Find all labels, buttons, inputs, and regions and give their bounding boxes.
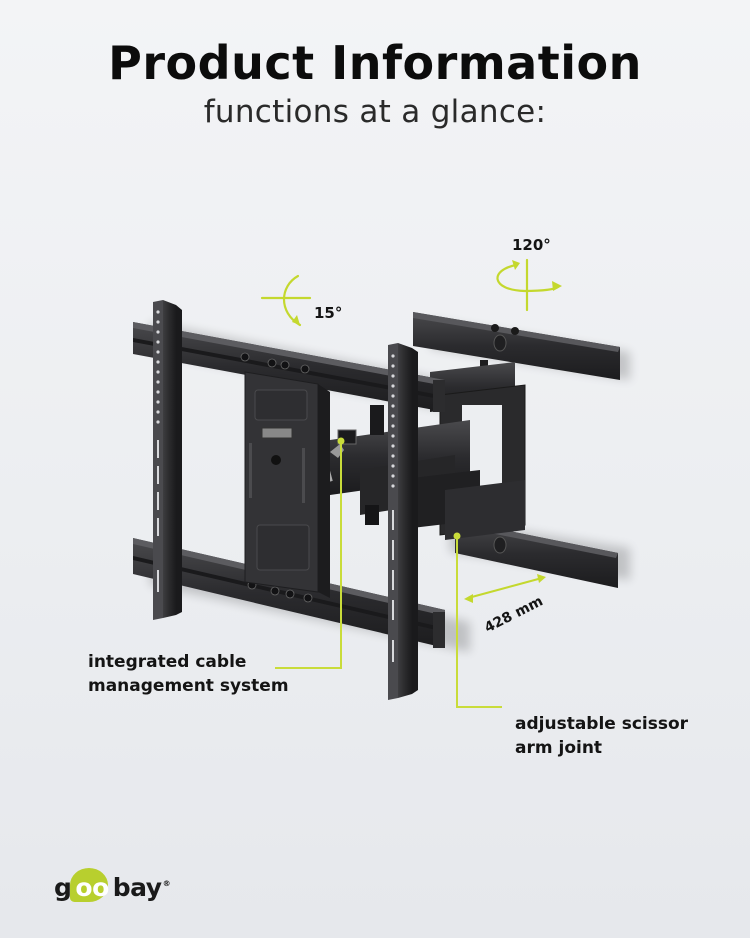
swivel-icon xyxy=(496,258,560,312)
wall-plate-top-bar xyxy=(413,312,620,380)
registered-mark: ® xyxy=(162,878,171,888)
dimension-arrowhead-right xyxy=(537,574,546,583)
bottom-rail-endcap xyxy=(433,612,445,648)
logo-oo: oo xyxy=(75,872,109,902)
scissor-arm-line-1: adjustable scissor xyxy=(515,714,689,734)
page-subtitle: functions at a glance: xyxy=(203,94,547,130)
cable-management-callout-line xyxy=(275,441,342,669)
scissor-arm-callout-dot xyxy=(453,532,461,540)
swivel-arrowhead-top-icon xyxy=(512,260,520,270)
right-vesa-arm xyxy=(388,343,418,700)
cable-management-callout-dot xyxy=(337,437,345,445)
cable-management-line-1: integrated cable xyxy=(88,652,247,672)
logo-speech-bubble-icon: oo xyxy=(70,867,111,902)
swivel-angle-label: 120° xyxy=(512,236,551,254)
swivel-arrowhead-right-icon xyxy=(552,281,562,291)
logo-suffix: bay xyxy=(112,872,162,902)
left-vesa-arm xyxy=(153,300,182,620)
tilt-angle-label: 15° xyxy=(314,304,343,322)
tilt-icon xyxy=(260,274,312,327)
top-rail-endcap xyxy=(433,380,445,412)
page-title: Product Information xyxy=(108,36,642,90)
dimension-arrowhead-left xyxy=(464,594,473,603)
goobay-logo: g oo bay ® xyxy=(54,867,171,902)
dimension-arrow-icon xyxy=(467,577,543,599)
top-horizontal-rail xyxy=(133,322,445,412)
cable-management-label: integrated cable management system xyxy=(88,650,289,698)
central-wall-plate xyxy=(244,371,330,598)
tilt-arrowhead-icon xyxy=(292,315,300,325)
callout-lines xyxy=(275,441,502,708)
logo-prefix: g xyxy=(54,872,72,902)
scissor-arm-callout-line xyxy=(456,536,502,708)
scissor-arm-label: adjustable scissor arm joint xyxy=(515,712,688,760)
cable-management-line-2: management system xyxy=(88,676,289,696)
scissor-arm-line-2: arm joint xyxy=(515,738,603,758)
